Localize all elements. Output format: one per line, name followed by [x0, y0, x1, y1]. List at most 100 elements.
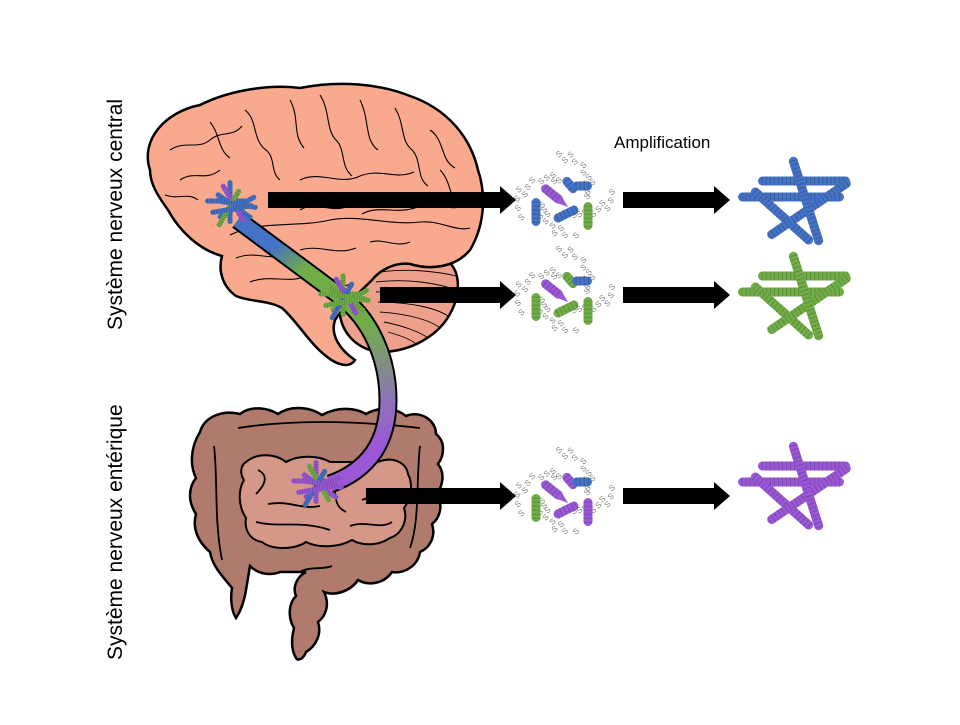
monomer-icon: S: [554, 445, 564, 455]
monomer-icon: S: [579, 263, 589, 273]
monomer-icon: S: [537, 295, 547, 305]
seeds: [531, 271, 593, 325]
arrow-to-seed-brainstem: [380, 281, 516, 309]
monomer-icon: S: [606, 290, 616, 300]
seed-panel-gut: SSSSSSSSSSSSSSSSSSSSSSSSSSSSSSSSSSSSSSSS…: [512, 445, 617, 537]
monomer-icon: S: [539, 205, 549, 215]
aggregate-brainstem: [318, 273, 371, 321]
monomer-icon: S: [575, 304, 585, 314]
arrow-to-seed-brain-cortex: [268, 186, 516, 214]
monomer-icon: S: [537, 200, 547, 210]
amplified-fibril-brainstem: [738, 251, 851, 341]
amplified-fibril-brain-cortex: [738, 156, 851, 246]
monomer-icon: S: [588, 272, 598, 282]
monomer-icon: S: [513, 203, 523, 213]
fibril-rod: [788, 156, 824, 246]
seed-rod: [553, 204, 579, 223]
monomer-icon: S: [541, 512, 551, 522]
monomer-icon: S: [512, 490, 522, 500]
monomer-icon: S: [584, 172, 594, 182]
aggregate-brain-cortex: [205, 180, 258, 228]
monomer-icon: S: [539, 300, 549, 310]
label-central-nervous-system: Système nerveux central: [104, 98, 127, 330]
monomer-icon: S: [607, 282, 617, 292]
fibril-rod: [788, 441, 824, 531]
monomer-icon: S: [550, 524, 560, 534]
fibril-rod: [788, 251, 824, 341]
monomer-icon: S: [607, 483, 617, 493]
monomer-icon: S: [516, 212, 526, 222]
monomer-icon: S: [583, 282, 593, 292]
monomer-icon: S: [548, 170, 558, 180]
seed-rod: [583, 202, 593, 230]
monomer-icon: S: [536, 472, 546, 482]
monomer-icon: S: [569, 506, 579, 516]
fibril-rod: [210, 203, 254, 216]
intestine: [188, 406, 445, 661]
cerebrum: [146, 82, 485, 367]
monomer-icon: S: [536, 176, 546, 186]
monomer-icon: S: [560, 526, 570, 536]
monomer-icon: S: [548, 220, 558, 230]
monomer-icon: S: [520, 485, 530, 495]
amplified-fibrils: [738, 156, 851, 531]
monomer-icon: S: [606, 491, 616, 501]
monomer-icon: S: [556, 318, 566, 328]
monomer-icon: S: [541, 311, 551, 321]
monomer-icon: S: [512, 194, 522, 204]
seed-panels: SSSSSSSSSSSSSSSSSSSSSSSSSSSSSSSSSSSSSSSS…: [512, 149, 617, 537]
seed-rod: [541, 184, 563, 204]
monomer-icon: S: [588, 304, 598, 314]
monomer-icon: S: [597, 494, 607, 504]
monomer-icon: S: [594, 500, 604, 510]
monomer-icon: S: [520, 284, 530, 294]
monomer-icon: S: [594, 299, 604, 309]
tissue-aggregates: [205, 180, 371, 508]
monomer-icon: S: [554, 471, 564, 481]
monomer-icon: S: [539, 501, 549, 511]
monomer-icon: S: [579, 464, 589, 474]
monomer-icon: S: [566, 150, 576, 160]
monomer-icon: S: [588, 177, 598, 187]
monomer-icon: S: [548, 466, 558, 476]
monomer-icon: S: [597, 293, 607, 303]
seed-rod: [583, 498, 593, 526]
monomer-icon: S: [583, 483, 593, 493]
monomer-icon: S: [512, 289, 522, 299]
monomer-icon: S: [554, 270, 564, 280]
monomer-icon: S: [584, 468, 594, 478]
monomer-icon: S: [541, 216, 551, 226]
monomer-icon: S: [514, 184, 524, 194]
arrow-to-seed-gut: [366, 482, 516, 510]
monomer-icon: S: [582, 191, 592, 201]
seeds: [531, 472, 593, 526]
seed-rod: [553, 500, 579, 519]
monomer-icon: S: [548, 516, 558, 526]
monomer-icon: S: [549, 271, 559, 281]
monomer-icon: S: [566, 446, 576, 456]
seed-rod: [572, 276, 592, 286]
seed-rod: [541, 480, 563, 500]
label-amplification: Amplification: [614, 133, 711, 152]
monomer-icon: S: [583, 187, 593, 197]
monomer-icon: S: [570, 157, 580, 167]
monomer-icon: S: [575, 209, 585, 219]
monomer-icon: S: [536, 271, 546, 281]
seed-rod: [531, 198, 541, 226]
monomer-icon: S: [543, 505, 553, 515]
monomer-icon: S: [527, 471, 537, 481]
seed-panel-brain-cortex: SSSSSSSSSSSSSSSSSSSSSSSSSSSSSSSSSSSSSSSS…: [512, 149, 617, 241]
monomer-icon: S: [527, 270, 537, 280]
monomer-icon: S: [554, 175, 564, 185]
monomer-icon: S: [527, 175, 537, 185]
monomer-icon: S: [582, 487, 592, 497]
monomer-icon: S: [556, 223, 566, 233]
monomer-icon: S: [548, 315, 558, 325]
monomer-glyphs: SSSSSSSSSSSSSSSSSSSSSSSSSSSSSSSSSSSSSSSS…: [512, 445, 617, 537]
monomer-icon: S: [569, 305, 579, 315]
monomer-icon: S: [560, 250, 570, 260]
monomer-icon: S: [571, 526, 581, 536]
monomer-icon: S: [571, 325, 581, 335]
monomer-icon: S: [523, 182, 533, 192]
